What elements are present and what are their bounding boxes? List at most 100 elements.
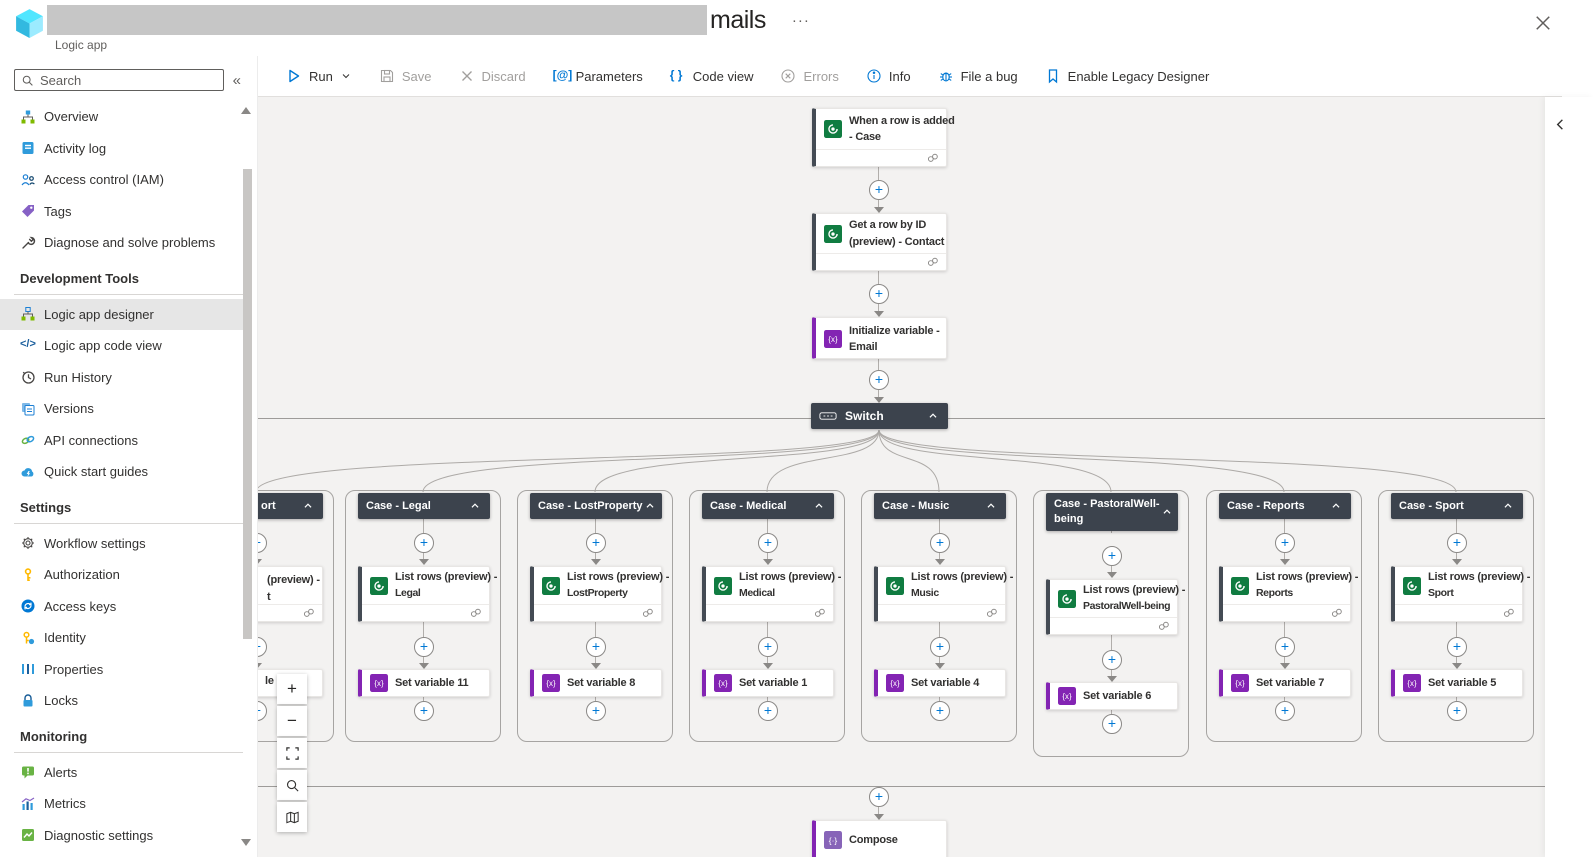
collapse-chevron-icon[interactable] [643, 499, 657, 513]
case-header[interactable]: ort [258, 493, 323, 519]
sidebar-item-diagnostic-settings[interactable]: Diagnostic settings [0, 820, 243, 852]
case-header[interactable]: Case - Medical [702, 493, 834, 519]
designer-canvas[interactable]: When a row is added- Case + Get a row by… [258, 97, 1545, 857]
toolbar-parameters-button[interactable]: [@]Parameters [553, 68, 643, 84]
action-card-set-variable[interactable]: {x}Set variable 11 [358, 669, 490, 697]
insert-step-button[interactable]: + [869, 180, 889, 200]
insert-step-button[interactable]: + [930, 701, 950, 721]
toolbar-enable-legacy-designer-button[interactable]: Enable Legacy Designer [1045, 68, 1209, 84]
case-header[interactable]: Case - PastoralWell-being [1046, 493, 1178, 531]
action-card-set-variable[interactable]: {x}Set variable 1 [702, 669, 834, 697]
action-card-list-rows[interactable]: (preview) -t [258, 566, 323, 622]
insert-step-button[interactable]: + [1447, 533, 1467, 553]
collapse-chevron-icon[interactable] [1501, 499, 1515, 513]
zoom-in-button[interactable]: + [277, 674, 307, 704]
search-box[interactable] [14, 69, 224, 91]
collapse-chevron-icon[interactable] [301, 499, 315, 513]
zoom-out-button[interactable]: − [277, 706, 307, 736]
sidebar-item-logic-app-code-view[interactable]: </>Logic app code view [0, 330, 243, 362]
action-card-set-variable[interactable]: {x}Set variable 6 [1046, 682, 1178, 710]
search-canvas-button[interactable] [277, 770, 307, 800]
chevron-down-icon[interactable] [340, 70, 352, 82]
insert-step-button[interactable]: + [258, 701, 267, 721]
insert-step-button[interactable]: + [758, 533, 778, 553]
case-header[interactable]: Case - Legal [358, 493, 490, 519]
more-options-icon[interactable]: ··· [791, 11, 810, 29]
insert-step-button[interactable]: + [869, 787, 889, 807]
insert-step-button[interactable]: + [586, 533, 606, 553]
toolbar-info-button[interactable]: Info [866, 68, 911, 84]
insert-step-button[interactable]: + [930, 533, 950, 553]
close-icon[interactable] [1533, 13, 1553, 33]
sidebar-item-metrics[interactable]: Metrics [0, 788, 243, 820]
insert-step-button[interactable]: + [1102, 650, 1122, 670]
insert-step-button[interactable]: + [586, 637, 606, 657]
action-card-set-variable[interactable]: {x}Set variable 4 [874, 669, 1006, 697]
action-card-list-rows[interactable]: List rows (preview) -LostProperty [530, 566, 669, 622]
sidebar-item-properties[interactable]: Properties [0, 654, 243, 686]
scrollbar-down-arrow[interactable] [241, 839, 251, 851]
insert-step-button[interactable]: + [758, 637, 778, 657]
case-header[interactable]: Case - LostProperty [530, 493, 662, 519]
case-header[interactable]: Case - Reports [1219, 493, 1351, 519]
sidebar-item-identity[interactable]: Identity [0, 622, 243, 654]
collapse-chevron-icon[interactable] [812, 499, 826, 513]
insert-step-button[interactable]: + [258, 533, 267, 553]
toolbar-code-view-button[interactable]: { }Code view [670, 68, 754, 84]
insert-step-button[interactable]: + [869, 370, 889, 390]
collapse-chevron-icon[interactable] [926, 409, 940, 423]
expand-panel-chevron-icon[interactable] [1549, 115, 1571, 137]
sidebar-item-authorization[interactable]: Authorization [0, 559, 243, 591]
sidebar-collapse-button[interactable]: « [232, 71, 241, 89]
fit-view-button[interactable] [277, 738, 307, 768]
sidebar-item-workflow-settings[interactable]: Workflow settings [0, 528, 243, 560]
insert-step-button[interactable]: + [1275, 533, 1295, 553]
insert-step-button[interactable]: + [1447, 637, 1467, 657]
action-card-set-variable[interactable]: {x}Set variable 8 [530, 669, 662, 697]
minimap-button[interactable] [277, 802, 307, 832]
collapse-chevron-icon[interactable] [984, 499, 998, 513]
toolbar-run-button[interactable]: Run [286, 68, 352, 84]
collapse-chevron-icon[interactable] [468, 499, 482, 513]
action-card-list-rows[interactable]: List rows (preview) -Music [874, 566, 1013, 622]
insert-step-button[interactable]: + [758, 701, 778, 721]
sidebar-item-access-control-iam[interactable]: Access control (IAM) [0, 164, 243, 196]
insert-step-button[interactable]: + [1102, 546, 1122, 566]
insert-step-button[interactable]: + [586, 701, 606, 721]
toolbar-file-a-bug-button[interactable]: File a bug [938, 68, 1018, 84]
case-header[interactable]: Case - Music [874, 493, 1006, 519]
action-card-list-rows[interactable]: List rows (preview) -Sport [1391, 566, 1530, 622]
action-card-compose[interactable]: {·} Compose [812, 820, 947, 857]
insert-step-button[interactable]: + [414, 701, 434, 721]
insert-step-button[interactable]: + [1275, 701, 1295, 721]
sidebar-item-overview[interactable]: Overview [0, 101, 243, 133]
action-card-set-variable[interactable]: {x}Set variable 7 [1219, 669, 1351, 697]
insert-step-button[interactable]: + [869, 284, 889, 304]
sidebar-item-tags[interactable]: Tags [0, 196, 243, 228]
sidebar-item-locks[interactable]: Locks [0, 685, 243, 717]
insert-step-button[interactable]: + [1275, 637, 1295, 657]
action-card-list-rows[interactable]: List rows (preview) -PastoralWell-being [1046, 579, 1185, 635]
sidebar-item-api-connections[interactable]: API connections [0, 425, 243, 457]
case-header[interactable]: Case - Sport [1391, 493, 1523, 519]
scrollbar-up-arrow[interactable] [241, 102, 251, 114]
sidebar-item-alerts[interactable]: Alerts [0, 757, 243, 789]
action-card-initialize-variable[interactable]: {x} Initialize variable -Email [812, 317, 947, 359]
switch-node[interactable]: Switch [811, 403, 948, 429]
sidebar-item-versions[interactable]: Versions [0, 393, 243, 425]
sidebar-item-quick-start-guides[interactable]: Quick start guides [0, 456, 243, 488]
action-card-list-rows[interactable]: List rows (preview) -Reports [1219, 566, 1358, 622]
action-card-list-rows[interactable]: List rows (preview) -Legal [358, 566, 497, 622]
collapse-chevron-icon[interactable] [1329, 499, 1343, 513]
insert-step-button[interactable]: + [1447, 701, 1467, 721]
insert-step-button[interactable]: + [414, 533, 434, 553]
collapse-chevron-icon[interactable] [1160, 505, 1174, 519]
sidebar-item-run-history[interactable]: Run History [0, 362, 243, 394]
insert-step-button[interactable]: + [414, 637, 434, 657]
scrollbar-thumb[interactable] [243, 169, 252, 639]
sidebar-item-diagnose-and-solve-problems[interactable]: Diagnose and solve problems [0, 227, 243, 259]
action-card-list-rows[interactable]: List rows (preview) -Medical [702, 566, 841, 622]
insert-step-button[interactable]: + [258, 637, 267, 657]
trigger-card-when-a-row-is-added[interactable]: When a row is added- Case [812, 108, 955, 167]
insert-step-button[interactable]: + [1102, 714, 1122, 734]
